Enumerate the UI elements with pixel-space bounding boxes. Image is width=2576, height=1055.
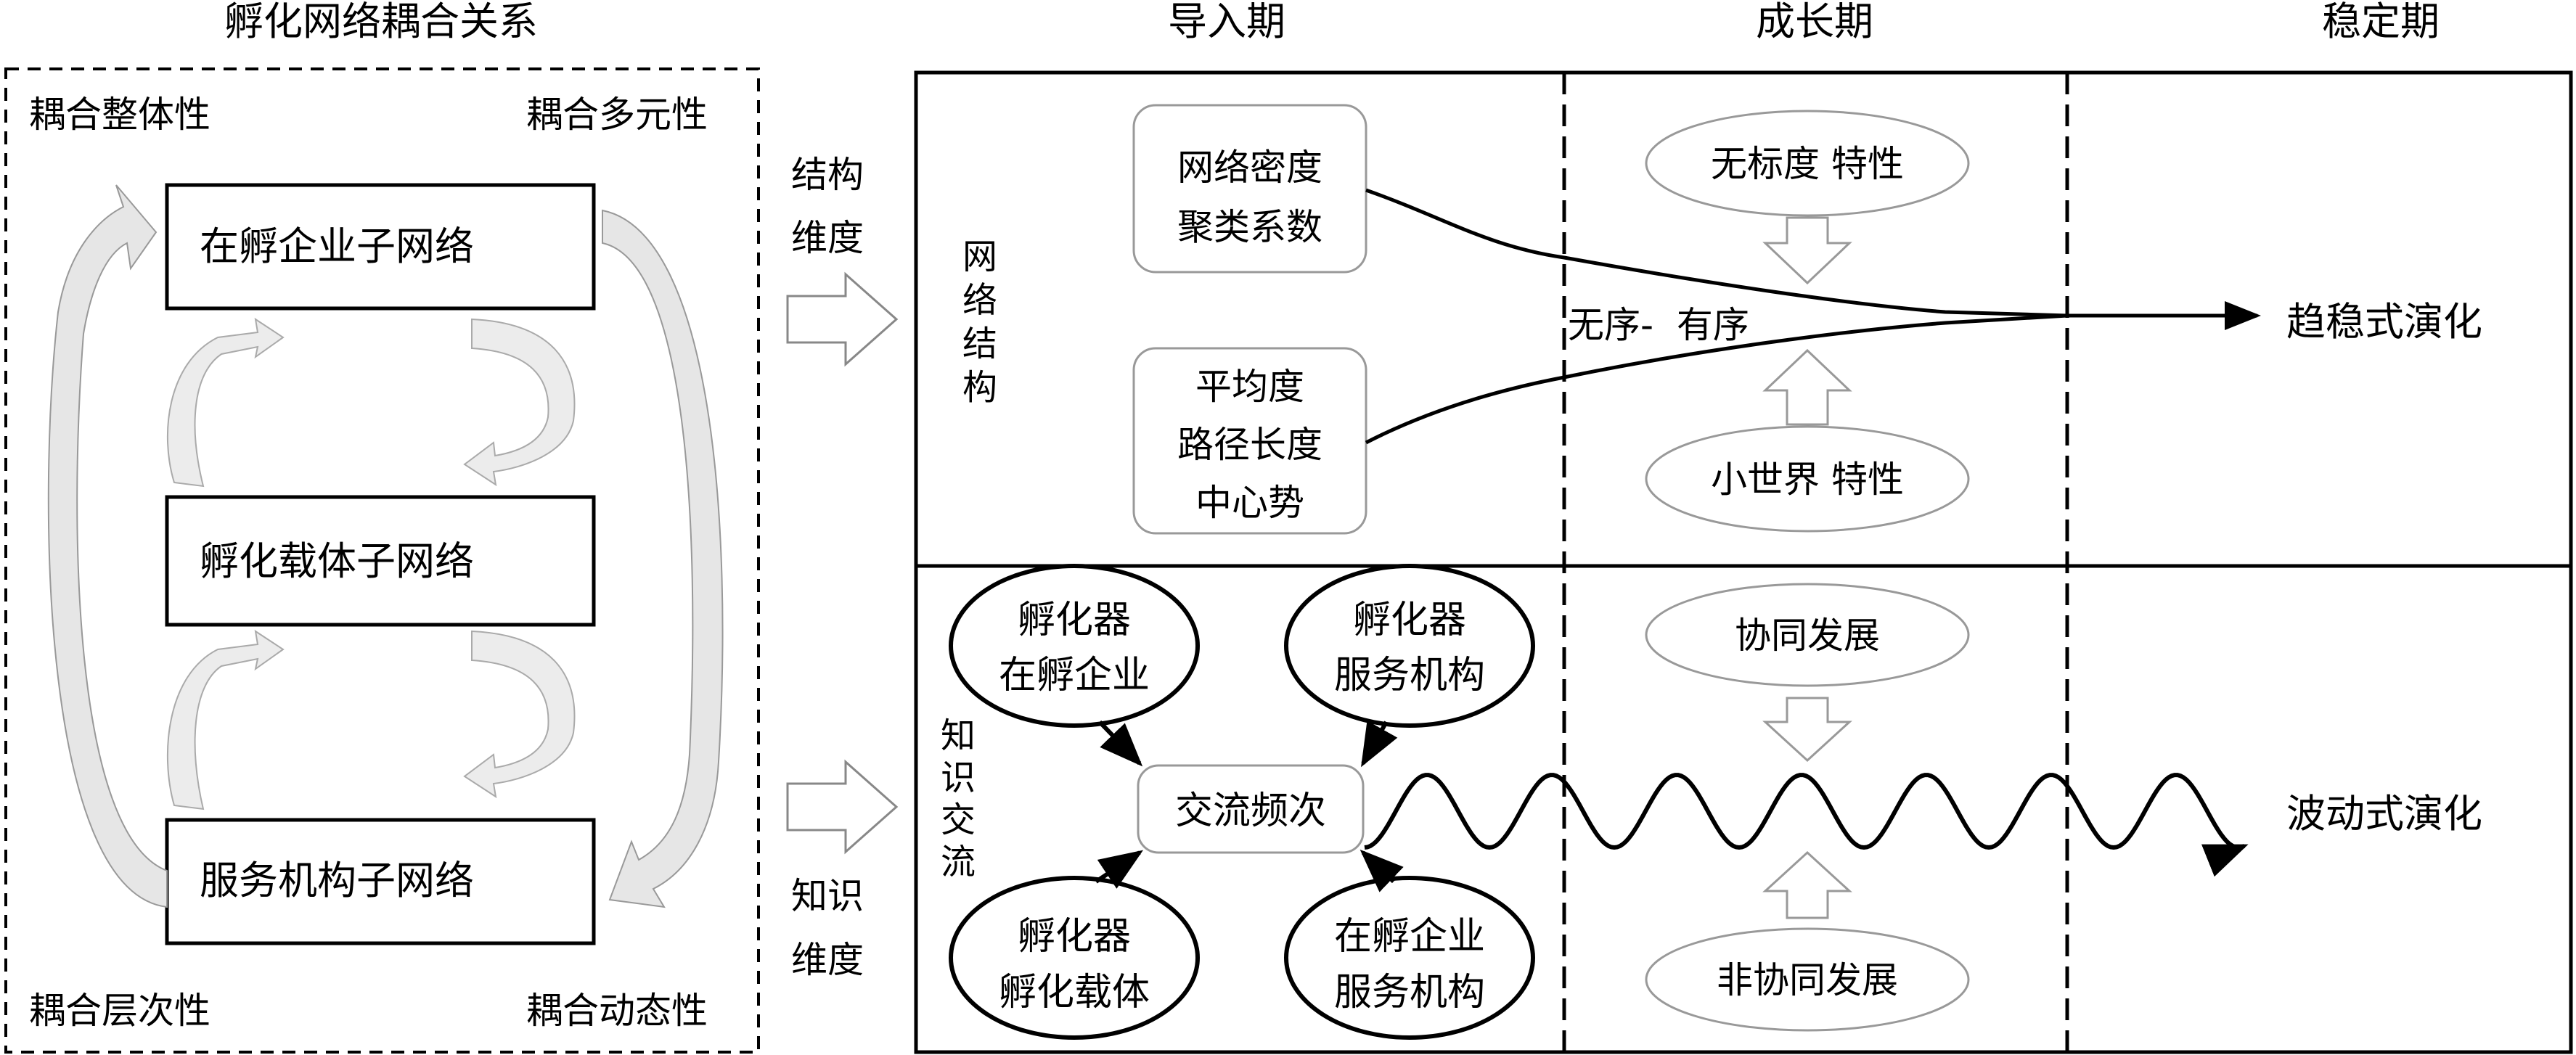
phase-headers: 导入期 成长期 稳定期 bbox=[1168, 0, 2440, 44]
subnetwork-box-service: 服务机构子网络 bbox=[165, 818, 596, 945]
structure-dimension-label-line2: 维度 bbox=[791, 217, 864, 259]
row-label-char: 知 bbox=[941, 715, 976, 756]
row-label-char: 结 bbox=[962, 324, 997, 364]
subnetwork-box-carrier: 孵化载体子网络 bbox=[165, 495, 596, 627]
cloud-text: 在孵企业 bbox=[1334, 915, 1485, 958]
phase-header-introduction: 导入期 bbox=[1168, 0, 1285, 44]
connector-arrow bbox=[1359, 849, 1404, 892]
curved-arrow-icon bbox=[166, 317, 285, 488]
cloud-text: 在孵企业 bbox=[999, 654, 1150, 697]
left-panel-dashed-frame bbox=[4, 67, 760, 1054]
right-arrow-icon bbox=[786, 759, 899, 855]
row-knowledge-exchange: 知 识 交 流 孵化器 在孵企业 孵化器 服务机构 孵化器 孵化载体 在孵企业 … bbox=[941, 564, 2482, 1040]
ellipse-label: 非协同发展 bbox=[1717, 959, 1898, 1001]
corner-label-top-right: 耦合多元性 bbox=[526, 94, 708, 136]
cloud-text: 孵化载体 bbox=[999, 971, 1150, 1014]
curved-arrow-icon bbox=[47, 184, 168, 908]
small-world-ellipse: 小世界 特性 bbox=[1645, 425, 1970, 533]
metric-text: 聚类系数 bbox=[1177, 206, 1322, 248]
cloud-incubator-service: 孵化器 服务机构 bbox=[1284, 564, 1535, 728]
transition-label: 无序- 有序 bbox=[1568, 304, 1749, 346]
exchange-frequency-label: 交流频次 bbox=[1175, 789, 1326, 833]
cloud-incubatee-service: 在孵企业 服务机构 bbox=[1284, 876, 1535, 1040]
connector-arrow bbox=[1095, 850, 1143, 889]
outcome-label: 趋稳式演化 bbox=[2286, 299, 2482, 345]
subnetwork-box-label: 在孵企业子网络 bbox=[200, 223, 474, 269]
scale-free-ellipse: 无标度 特性 bbox=[1645, 110, 1970, 217]
cloud-text: 孵化器 bbox=[1018, 915, 1131, 958]
left-panel-title: 孵化网络耦合关系 bbox=[224, 0, 538, 44]
connector-arrow bbox=[1361, 721, 1398, 768]
curved-arrow-icon bbox=[463, 318, 576, 487]
curved-arrow-icon bbox=[602, 209, 724, 908]
row-label-char: 交 bbox=[941, 800, 976, 840]
up-arrow-icon bbox=[1762, 348, 1852, 426]
ellipse-label: 小世界 特性 bbox=[1711, 459, 1904, 501]
down-arrow-icon bbox=[1762, 697, 1852, 763]
connector-arrow bbox=[1097, 720, 1143, 767]
cloud-text: 孵化器 bbox=[1353, 599, 1466, 642]
right-arrow-icon bbox=[786, 271, 899, 367]
subnetwork-box-label: 服务机构子网络 bbox=[200, 858, 474, 903]
row-label-char: 流 bbox=[941, 842, 976, 882]
metric-box-density: 网络密度 聚类系数 bbox=[1132, 104, 1367, 274]
corner-label-top-left: 耦合整体性 bbox=[29, 94, 210, 136]
grid-frame bbox=[914, 70, 2573, 1054]
ellipse-label: 协同发展 bbox=[1735, 615, 1880, 657]
synergy-ellipse: 协同发展 bbox=[1645, 583, 1970, 687]
up-arrow-icon bbox=[1762, 850, 1852, 919]
knowledge-dimension-label-line2: 维度 bbox=[791, 939, 864, 981]
cloud-text: 孵化器 bbox=[1018, 599, 1131, 642]
row-label-char: 网 bbox=[962, 237, 997, 277]
cloud-incubator-carrier: 孵化器 孵化载体 bbox=[949, 876, 1200, 1040]
row-label-char: 构 bbox=[962, 367, 997, 408]
convergence-curve bbox=[1365, 188, 2068, 318]
cloud-text: 服务机构 bbox=[1334, 654, 1485, 697]
fluctuation-wave bbox=[1364, 773, 2249, 877]
corner-label-bottom-left: 耦合层次性 bbox=[29, 990, 210, 1032]
curved-arrow-icon bbox=[463, 630, 576, 799]
metric-text: 网络密度 bbox=[1177, 147, 1322, 189]
row-label-char: 络 bbox=[962, 280, 997, 321]
metric-text: 平均度 bbox=[1195, 366, 1304, 408]
phase-header-growth: 成长期 bbox=[1756, 0, 1873, 44]
left-panel: 孵化网络耦合关系 耦合整体性 耦合多元性 耦合层次性 耦合动态性 在孵企业子网络… bbox=[4, 0, 760, 1054]
structure-dimension-label-line1: 结构 bbox=[791, 154, 864, 196]
exchange-frequency-box: 交流频次 bbox=[1137, 764, 1365, 854]
convergence-curve bbox=[1365, 313, 2068, 445]
dimension-labels: 结构 维度 知识 维度 bbox=[786, 154, 899, 981]
metric-text: 中心势 bbox=[1195, 482, 1304, 524]
phase-header-stable: 稳定期 bbox=[2322, 0, 2440, 44]
evolution-grid bbox=[914, 70, 2573, 1054]
outcome-label: 波动式演化 bbox=[2286, 791, 2482, 837]
cloud-incubator-incubatee: 孵化器 在孵企业 bbox=[949, 564, 1200, 728]
non-synergy-ellipse: 非协同发展 bbox=[1645, 927, 1970, 1032]
metric-text: 路径长度 bbox=[1177, 424, 1322, 466]
knowledge-dimension-label-line1: 知识 bbox=[791, 875, 864, 917]
row-label-char: 识 bbox=[941, 758, 976, 798]
cloud-text: 服务机构 bbox=[1334, 971, 1485, 1014]
subnetwork-box-incubatee: 在孵企业子网络 bbox=[165, 183, 596, 311]
down-arrow-icon bbox=[1762, 216, 1852, 285]
row-network-structure: 网 络 结 构 网络密度 聚类系数 平均度 路径长度 中心势 无序- 有序 无标… bbox=[962, 104, 2482, 535]
subnetwork-box-label: 孵化载体子网络 bbox=[200, 538, 474, 584]
curved-arrow-icon bbox=[166, 629, 285, 810]
corner-label-bottom-right: 耦合动态性 bbox=[526, 990, 708, 1032]
metric-box-degree: 平均度 路径长度 中心势 bbox=[1132, 347, 1367, 535]
ellipse-label: 无标度 特性 bbox=[1711, 143, 1904, 185]
